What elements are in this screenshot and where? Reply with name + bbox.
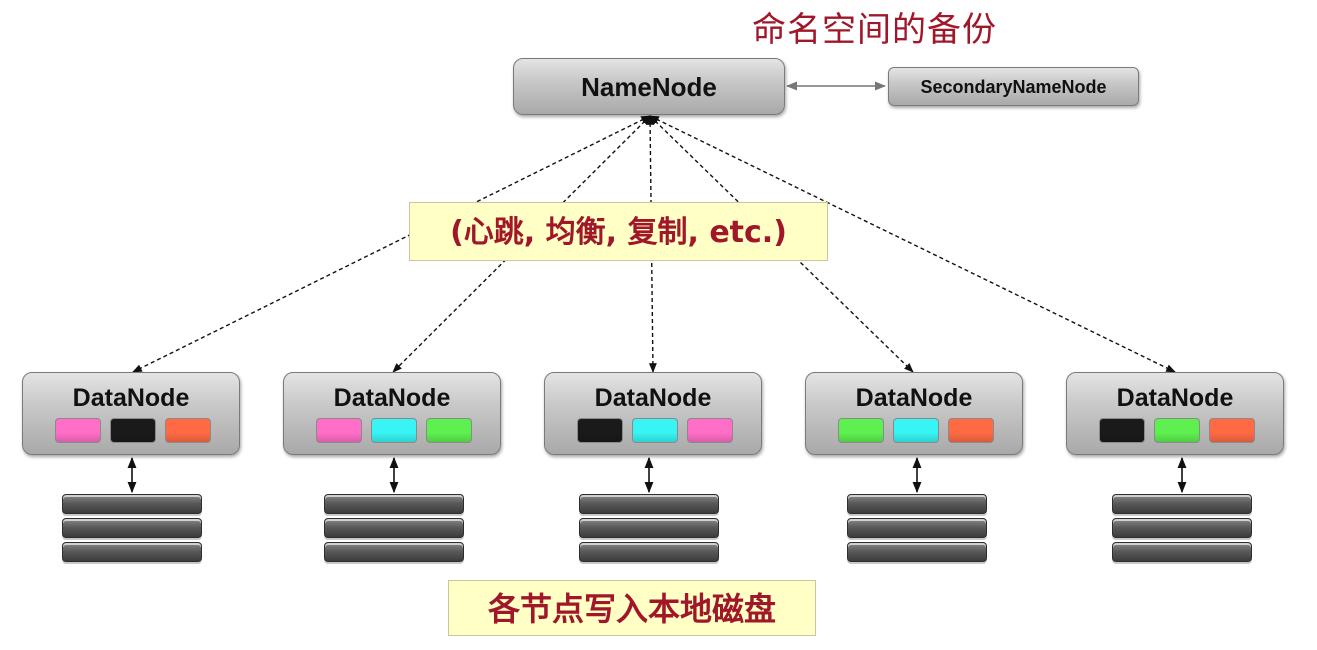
disk-platter [324, 542, 464, 562]
disk-platter [1112, 494, 1252, 514]
disk-platter [847, 518, 987, 538]
disk-platter [579, 494, 719, 514]
disk-platter [324, 518, 464, 538]
block-group [1099, 418, 1255, 444]
black-data-block [1099, 418, 1145, 443]
disk-platter [847, 542, 987, 562]
disk-stack [324, 494, 464, 566]
disk-platter [62, 542, 202, 562]
namenode-datanode-link [132, 115, 651, 373]
cyan-data-block [371, 418, 417, 443]
disk-platter [847, 494, 987, 514]
block-group [577, 418, 733, 444]
namenode-datanode-link [392, 115, 651, 373]
cyan-data-block [632, 418, 678, 443]
datanode-box: DataNode [544, 372, 762, 455]
datanode-label: DataNode [333, 384, 451, 412]
green-data-block [1154, 418, 1200, 443]
green-data-block [838, 418, 884, 443]
namenode-box: NameNode [513, 58, 785, 115]
block-group [316, 418, 472, 444]
black-data-block [577, 418, 623, 443]
cyan-data-block [893, 418, 939, 443]
disk-platter [1112, 542, 1252, 562]
disk-stack [1112, 494, 1252, 566]
datanode-box: DataNode [22, 372, 240, 455]
disk-stack [579, 494, 719, 566]
black-data-block [110, 418, 156, 443]
disk-platter [324, 494, 464, 514]
disk-platter [579, 542, 719, 562]
pink-data-block [55, 418, 101, 443]
pink-data-block [316, 418, 362, 443]
block-group [838, 418, 994, 444]
orange-data-block [165, 418, 211, 443]
disk-stack [847, 494, 987, 566]
datanode-box: DataNode [1066, 372, 1284, 455]
orange-data-block [1209, 418, 1255, 443]
namenode-datanode-link [649, 115, 1176, 373]
namespace-backup-title: 命名空间的备份 [752, 10, 997, 50]
datanode-label: DataNode [1116, 384, 1234, 412]
disk-platter [62, 494, 202, 514]
datanode-label: DataNode [855, 384, 973, 412]
local-disk-callout: 各节点写入本地磁盘 [448, 580, 816, 636]
disk-platter [579, 518, 719, 538]
green-data-block [426, 418, 472, 443]
orange-data-block [948, 418, 994, 443]
heartbeat-callout: (心跳, 均衡, 复制, etc.) [409, 202, 828, 261]
pink-data-block [687, 418, 733, 443]
disk-stack [62, 494, 202, 566]
datanode-label: DataNode [72, 384, 190, 412]
block-group [55, 418, 211, 444]
disk-platter [1112, 518, 1252, 538]
datanode-box: DataNode [283, 372, 501, 455]
datanode-box: DataNode [805, 372, 1023, 455]
secondary-namenode-box: SecondaryNameNode [888, 67, 1139, 106]
datanode-label: DataNode [594, 384, 712, 412]
disk-platter [62, 518, 202, 538]
